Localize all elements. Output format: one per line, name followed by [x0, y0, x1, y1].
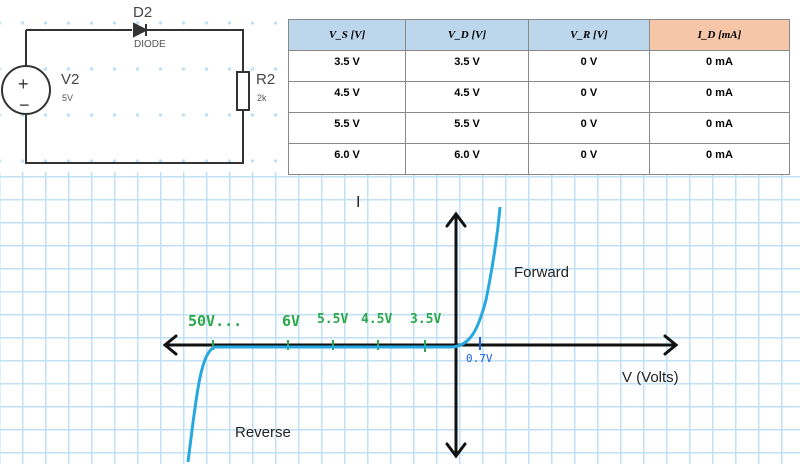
x-axis-label: V (Volts): [622, 369, 679, 386]
header-id: I_D [mA]: [648, 19, 791, 51]
cell: 0 mA: [648, 143, 791, 175]
reverse-ticks: [212, 340, 426, 352]
annotation-5-5v: 5.5V: [317, 312, 349, 327]
table-header-row: V_S [V] V_D [V] V_R [V] I_D [mA]: [287, 19, 791, 51]
header-vs: V_S [V]: [287, 19, 407, 51]
header-vr: V_R [V]: [527, 19, 650, 51]
cell: 4.5 V: [287, 81, 407, 113]
iv-axes: [162, 211, 679, 459]
cell: 0 V: [527, 143, 650, 175]
y-axis: [445, 211, 467, 459]
annotation-3-5v: 3.5V: [410, 312, 442, 327]
x-axis: [162, 334, 679, 356]
source-value: 5V: [62, 93, 74, 103]
diode-type: DIODE: [134, 39, 166, 50]
cell: 5.5 V: [287, 112, 407, 144]
cell: 0 mA: [648, 81, 791, 113]
diode-name: D2: [133, 4, 153, 21]
cell: 4.5 V: [405, 81, 529, 113]
source-name: V2: [61, 71, 80, 88]
resistor-value: 2k: [257, 93, 267, 103]
cell: 0 V: [527, 112, 650, 144]
y-axis-label: I: [356, 194, 361, 211]
header-vd: V_D [V]: [405, 19, 529, 51]
iv-curve: [186, 206, 502, 463]
cell: 6.0 V: [287, 143, 407, 175]
cell: 5.5 V: [405, 112, 529, 144]
cell: 3.5 V: [405, 50, 529, 82]
plus-sign: +: [18, 74, 29, 94]
reverse-label: Reverse: [235, 424, 291, 441]
annotation-50v: 50V...: [188, 312, 243, 330]
diode-symbol: [133, 22, 149, 38]
circuit-wires: [25, 29, 244, 164]
annotation-6v: 6V: [282, 312, 301, 330]
cell: 0 mA: [648, 50, 791, 82]
cell: 3.5 V: [287, 50, 407, 82]
threshold-annotation: 0.7V: [466, 352, 493, 365]
minus-sign: −: [19, 95, 30, 115]
graph-paper-grid: [0, 172, 800, 464]
annotation-4-5v: 4.5V: [361, 312, 393, 327]
circuit-diagram: [1, 22, 250, 164]
voltage-source-symbol: [1, 65, 51, 115]
cell: 6.0 V: [405, 143, 529, 175]
cell: 0 mA: [648, 112, 791, 144]
cell: 0 V: [527, 50, 650, 82]
resistor-name: R2: [256, 71, 276, 88]
cell: 0 V: [527, 81, 650, 113]
forward-label: Forward: [514, 264, 570, 281]
resistor-symbol: [236, 71, 250, 111]
